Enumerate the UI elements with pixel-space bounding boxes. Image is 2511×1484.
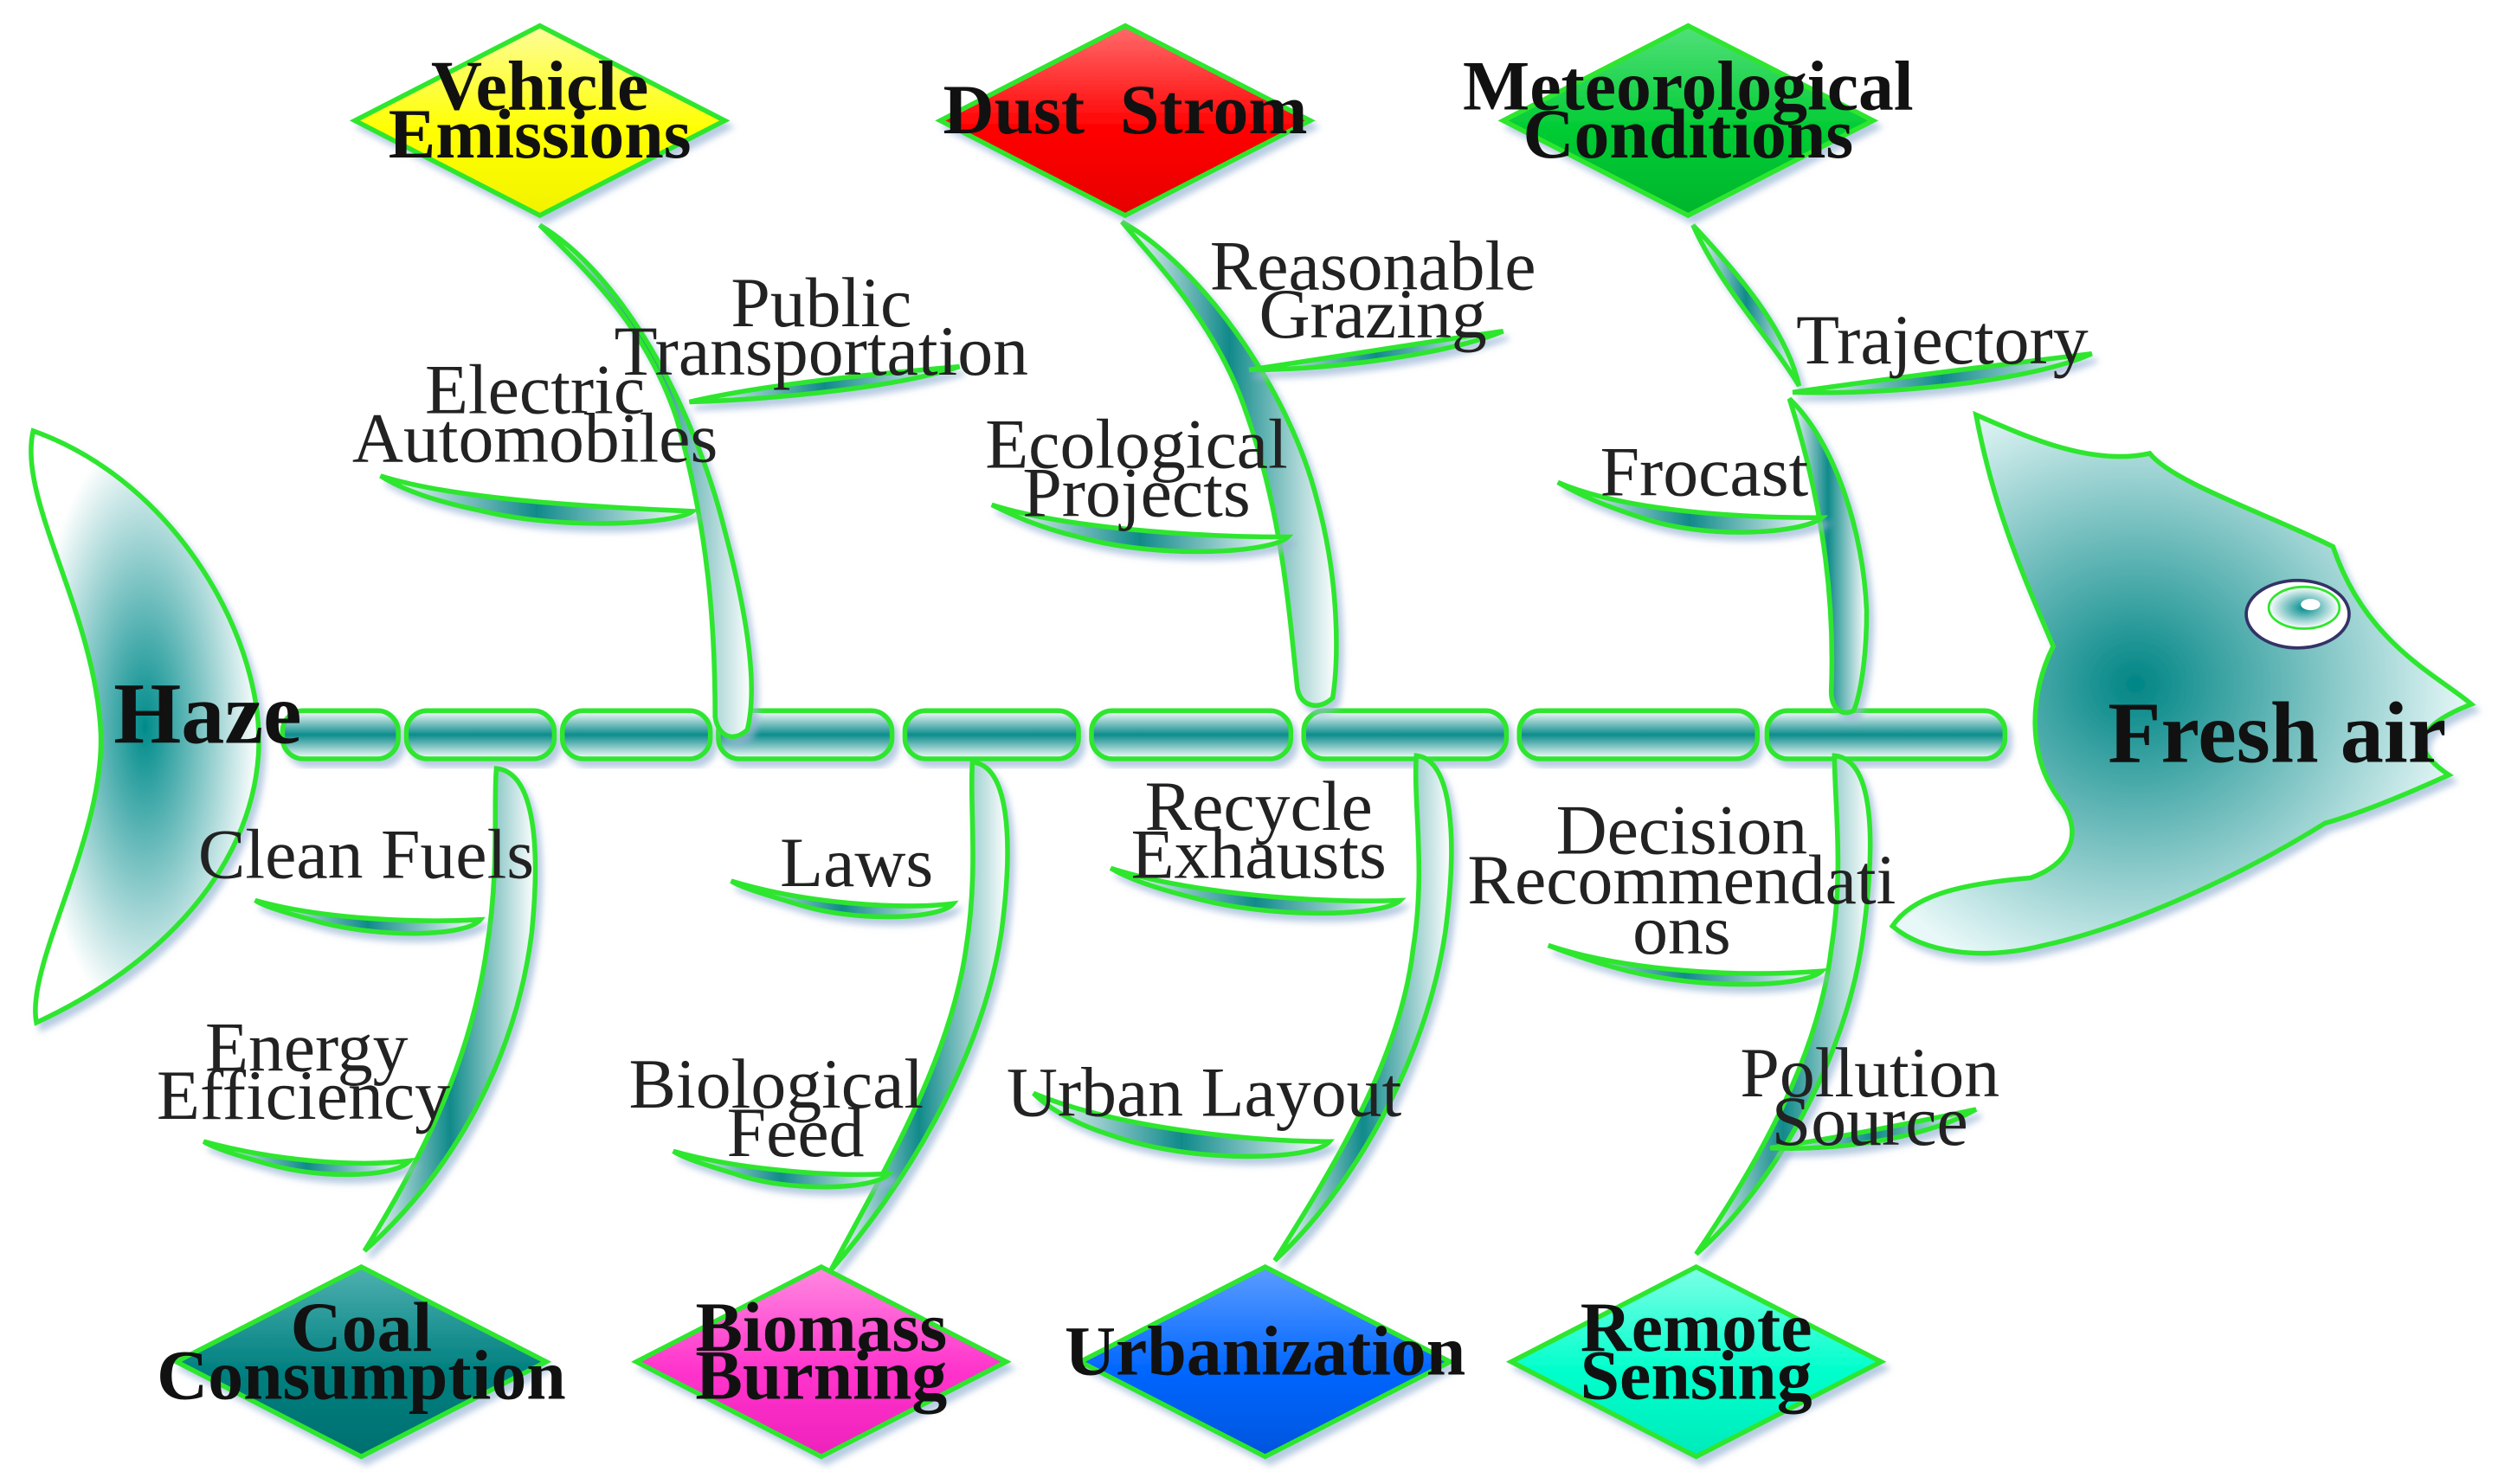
leaf-clean-fuels bbox=[254, 897, 486, 936]
bone-coal-consumption bbox=[362, 766, 538, 1253]
category-diamond bbox=[1505, 1264, 1887, 1460]
cause-label: Ecological bbox=[985, 405, 1288, 484]
bone-meteorological-conditions-lower bbox=[1787, 396, 1870, 716]
cause-label: Decision bbox=[1556, 791, 1808, 870]
leaf-energy-efficiency bbox=[202, 1139, 415, 1178]
bone-remote-sensing bbox=[1694, 753, 1873, 1256]
spine bbox=[280, 708, 2008, 761]
category-diamond bbox=[1497, 22, 1879, 219]
category-biomass-burning: Biomass Burning bbox=[631, 1264, 1012, 1460]
category-label: Urbanization bbox=[1065, 1312, 1465, 1391]
spine-segment bbox=[403, 708, 557, 761]
bone-meteorological-conditions bbox=[1690, 223, 1802, 388]
cause-label: Public bbox=[731, 263, 911, 342]
spine-segment bbox=[1516, 708, 1761, 761]
category-label: Vehicle bbox=[431, 46, 648, 125]
bone-vehicle-emissions bbox=[538, 222, 755, 740]
category-label: Consumption bbox=[157, 1336, 566, 1415]
tail-label: Haze bbox=[113, 665, 301, 761]
leaf-electric-automobiles bbox=[379, 473, 699, 526]
category-label: Burning bbox=[695, 1336, 947, 1415]
cause-label: Reasonable bbox=[1210, 226, 1536, 305]
cause-label: Urban Layout bbox=[1007, 1053, 1402, 1132]
spine-segment bbox=[1089, 708, 1294, 761]
category-label: Biomass bbox=[695, 1288, 947, 1366]
cause-label: Trajectory bbox=[1796, 300, 2089, 379]
category-diamond bbox=[171, 1264, 552, 1460]
leaf-reasonable-grazing bbox=[1248, 329, 1504, 373]
spine-segment bbox=[1301, 708, 1510, 761]
leaf-trajectory bbox=[1792, 351, 2093, 395]
spine-segment bbox=[559, 708, 713, 761]
spine-segment bbox=[716, 708, 895, 761]
cause-label: Frocast bbox=[1600, 432, 1809, 511]
category-label: Sensing bbox=[1581, 1336, 1812, 1415]
category-label: Conditions bbox=[1523, 94, 1853, 173]
leaf-urban-layout bbox=[1032, 1090, 1335, 1160]
leaf-decision-recommendations bbox=[1547, 942, 1828, 987]
cause-label: Clean Fuels bbox=[198, 815, 534, 894]
cause-label: Electric bbox=[425, 350, 645, 429]
category-dust-strom: Dust Strom bbox=[935, 22, 1316, 219]
fish-head bbox=[1889, 410, 2476, 956]
cause-label: Efficiency bbox=[157, 1056, 450, 1134]
bone-urbanization bbox=[1272, 753, 1454, 1262]
category-label: Emissions bbox=[389, 94, 692, 173]
cause-label: Energy bbox=[205, 1007, 409, 1086]
cause-label: Feed bbox=[727, 1093, 865, 1172]
leaf-pollution-source bbox=[1769, 1107, 1978, 1151]
cause-label: Laws bbox=[780, 823, 933, 902]
cause-label: Grazing bbox=[1259, 274, 1486, 353]
category-diamond bbox=[1074, 1264, 1456, 1460]
category-vehicle-emissions: Vehicle Emissions bbox=[349, 22, 731, 219]
cause-label: Recommendati bbox=[1467, 840, 1896, 919]
spine-segment bbox=[1764, 708, 2008, 761]
category-remote-sensing: Remote Sensing bbox=[1505, 1264, 1887, 1460]
category-coal-consumption: Coal Consumption bbox=[157, 1264, 566, 1460]
tail-fin bbox=[29, 427, 261, 1026]
spine-segment bbox=[902, 708, 1081, 761]
leaf-ecological-projects bbox=[990, 502, 1294, 555]
cause-label: Exhausts bbox=[1131, 815, 1387, 894]
category-label: Coal bbox=[291, 1288, 433, 1366]
category-meteorological-conditions: Meteorological Conditions bbox=[1463, 22, 1914, 219]
cause-label: Recycle bbox=[1145, 767, 1373, 845]
category-label: Meteorological bbox=[1463, 46, 1914, 125]
cause-label: ons bbox=[1632, 890, 1731, 969]
category-diamond bbox=[349, 22, 731, 219]
cause-label: Pollution bbox=[1740, 1033, 1999, 1112]
category-diamond bbox=[631, 1264, 1012, 1460]
category-label: Remote bbox=[1581, 1288, 1812, 1366]
fish-eye-icon bbox=[2244, 578, 2351, 650]
leaf-biological-feed bbox=[672, 1148, 894, 1190]
cause-label: Biological bbox=[629, 1044, 924, 1123]
category-label: Dust Strom bbox=[943, 70, 1308, 149]
leaf-frocast bbox=[1556, 479, 1829, 535]
category-urbanization: Urbanization bbox=[1065, 1264, 1465, 1460]
leaf-laws bbox=[730, 878, 959, 920]
bone-dust-strom bbox=[1120, 219, 1339, 708]
head-label: Fresh air bbox=[2108, 685, 2446, 781]
leaf-public-transportation bbox=[688, 363, 961, 405]
category-diamond bbox=[935, 22, 1316, 219]
cause-label: Projects bbox=[1022, 453, 1250, 531]
leaf-recycle-exhausts bbox=[1109, 865, 1407, 916]
spine-segment bbox=[280, 708, 401, 761]
cause-label: Transportation bbox=[615, 312, 1028, 390]
cause-label: Automobiles bbox=[352, 398, 718, 477]
cause-label: Source bbox=[1772, 1082, 1968, 1160]
